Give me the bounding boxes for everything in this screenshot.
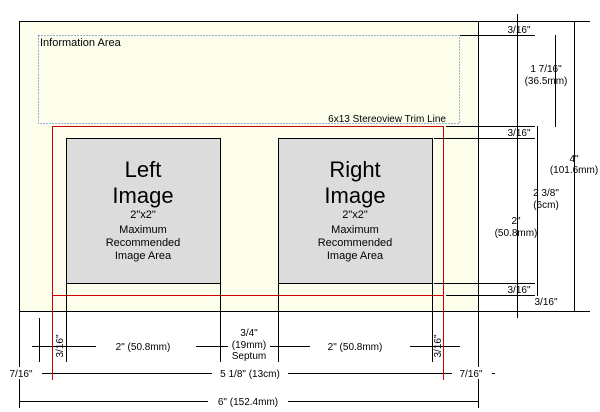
dim-card-height: 4" — [569, 154, 579, 165]
dim-trim-width: 5 1/8" (13cm) — [220, 369, 280, 380]
dim-trim-bottom-gap: 3/16" — [507, 285, 530, 296]
information-area-box — [38, 35, 460, 124]
right-image-title-1: Right — [329, 157, 380, 182]
information-area-label: Information Area — [40, 37, 122, 49]
left-image-size: 2"x2" — [130, 209, 156, 221]
dim-info-height-mm: (36.5mm) — [525, 76, 568, 87]
dim-side-margin-left: 7/16" — [9, 369, 32, 380]
dim-trim-height: 2 3/8" — [533, 188, 559, 199]
dim-image-height-mm: (50.8mm) — [495, 228, 538, 239]
right-image-area — [278, 138, 433, 284]
dim-side-margin-right: 7/16" — [459, 369, 482, 380]
left-image-area — [66, 138, 221, 284]
dim-left-image-width: 2" (50.8mm) — [116, 342, 171, 353]
dim-right-gap: 3/16" — [433, 334, 444, 357]
dim-septum-label: Septum — [232, 351, 266, 362]
trim-extension-lines — [52, 296, 444, 380]
dim-trim-height-cm: (6cm) — [533, 200, 559, 211]
dim-bottom-margin: 3/16" — [534, 297, 557, 308]
dim-trim-top-gap: 3/16" — [507, 128, 530, 139]
trim-line-box — [52, 126, 444, 296]
trim-line-label: 6x13 Stereoview Trim Line — [328, 114, 446, 125]
dim-top-margin: 3/16" — [507, 25, 530, 36]
left-image-title-2: Image — [112, 183, 173, 208]
dim-septum-mm: (19mm) — [232, 340, 266, 351]
dim-info-height: 1 7/16" — [530, 64, 562, 75]
left-image-title-1: Left — [125, 157, 162, 182]
dim-right-image-width: 2" (50.8mm) — [328, 342, 383, 353]
dim-image-height: 2" — [511, 216, 521, 227]
right-image-title-2: Image — [324, 183, 385, 208]
left-image-max-2: Recommended — [106, 237, 181, 249]
right-image-size: 2"x2" — [342, 209, 368, 221]
right-image-max-3: Image Area — [327, 250, 384, 262]
left-image-max-3: Image Area — [115, 250, 172, 262]
right-image-max-2: Recommended — [318, 237, 393, 249]
right-image-max-1: Maximum — [331, 224, 379, 236]
dim-card-height-mm: (101.6mm) — [550, 165, 598, 176]
dim-septum: 3/4" — [240, 328, 258, 339]
left-image-max-1: Maximum — [119, 224, 167, 236]
right-dimension-lines — [434, 14, 590, 318]
dim-left-gap: 3/16" — [55, 334, 66, 357]
dim-card-width: 6" (152.4mm) — [218, 397, 278, 408]
